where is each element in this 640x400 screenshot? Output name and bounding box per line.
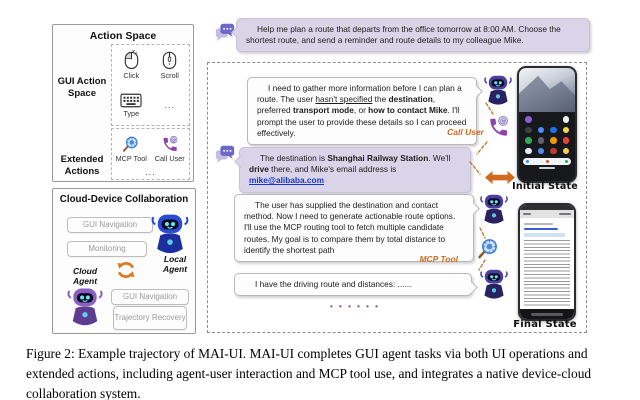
app-icon <box>537 137 544 144</box>
email-link[interactable]: mike@alibaba.com <box>249 175 324 186</box>
email-fields <box>520 218 574 237</box>
mcp-tool-action: MCP Tool <box>116 135 147 163</box>
app-icon-grid <box>519 112 575 156</box>
extended-actions-box: MCP Tool Call User ... <box>111 128 190 180</box>
mouse-scroll-icon <box>161 50 178 70</box>
mcp-tool-label: MCP Tool <box>115 153 147 163</box>
trajectory-box <box>207 62 587 333</box>
user-message-1: Help me plan a route that departs from t… <box>236 18 590 53</box>
type-label: Type <box>123 108 140 118</box>
scroll-action: Scroll <box>161 50 179 80</box>
home-indicator <box>539 167 555 169</box>
gui-navigation-button-cloud: GUI Navigation <box>111 289 189 305</box>
action-space-title: Action Space <box>89 30 157 42</box>
agent-message-1: I need to gather more information before… <box>247 77 477 145</box>
phone-handset-icon <box>161 135 179 153</box>
final-state-phone <box>518 203 576 321</box>
initial-state-phone <box>517 66 577 183</box>
local-agent-label: Local Agent <box>162 254 188 274</box>
type-action: Type <box>120 93 142 118</box>
magnifier-gear-icon <box>122 135 140 153</box>
gui-actions-box: Click Scroll Type ... <box>111 44 190 126</box>
final-state-label: Final State <box>513 319 577 330</box>
app-icon <box>562 137 569 144</box>
cloud-agent-robot-icon <box>65 285 105 327</box>
app-icon <box>525 137 532 144</box>
agent-message-3: I have the driving route and distances: … <box>234 273 472 297</box>
phone-wallpaper <box>519 68 575 112</box>
app-icon <box>537 126 544 133</box>
gui-navigation-button-local: GUI Navigation <box>67 217 153 233</box>
local-agent-robot-icon <box>149 211 191 255</box>
google-search-bar <box>523 158 571 165</box>
extended-actions-more: ... <box>145 167 156 178</box>
app-icon <box>550 126 557 133</box>
mcp-tool-annotation: MCP Tool <box>419 254 458 264</box>
mouse-click-icon <box>123 50 140 70</box>
app-icon <box>550 137 557 144</box>
app-icon <box>525 126 532 133</box>
call-user-label: Call User <box>154 153 185 163</box>
user-message-2: The destination is Shanghai Railway Stat… <box>239 147 471 193</box>
call-user-annotation: Call User <box>447 127 484 137</box>
phone-nav-bar <box>520 309 574 319</box>
action-space-panel: Action Space GUI Action Space Click Scro… <box>52 24 194 182</box>
app-icon <box>562 126 569 133</box>
app-icon <box>525 116 532 123</box>
chat-bubble-icon-2 <box>214 143 236 165</box>
cloud-device-panel: Cloud-Device Collaboration GUI Navigatio… <box>52 188 196 334</box>
phone-status-bar <box>520 205 574 210</box>
call-user-action: Call User <box>155 135 185 163</box>
app-icon <box>537 147 544 154</box>
trajectory-recovery-button: Trajectory Recovery <box>113 306 187 330</box>
gui-actions-more: ... <box>164 100 175 110</box>
recipient-line <box>524 228 558 230</box>
dashed-connector-lines <box>469 102 494 271</box>
email-compose-screen <box>520 205 574 319</box>
extended-actions-label: Extended Actions <box>60 154 104 177</box>
scroll-label: Scroll <box>160 71 179 80</box>
keyboard-icon <box>120 93 142 108</box>
gui-action-space-label: GUI Action Space <box>57 76 107 99</box>
agent-message-2: The user has supplied the destination an… <box>234 194 474 262</box>
trajectory-continuation-dots: • • • • • • <box>330 302 380 311</box>
email-body-text <box>524 240 570 306</box>
monitoring-button: Monitoring <box>67 241 147 257</box>
cloud-agent-label: Cloud Agent <box>72 266 98 286</box>
app-icon <box>550 147 557 154</box>
initial-state-label: Initial State <box>512 181 578 192</box>
app-icon <box>562 147 569 154</box>
subject-highlight <box>524 233 565 237</box>
click-action: Click <box>123 50 140 80</box>
app-icon <box>525 147 532 154</box>
compose-app-bar <box>520 210 574 218</box>
click-label: Click <box>123 71 140 80</box>
figure-caption: Figure 2: Example trajectory of MAI-UI. … <box>26 346 592 400</box>
sync-arrows-icon <box>115 259 137 281</box>
cloud-device-title: Cloud-Device Collaboration <box>59 194 189 205</box>
app-icon <box>562 116 569 123</box>
